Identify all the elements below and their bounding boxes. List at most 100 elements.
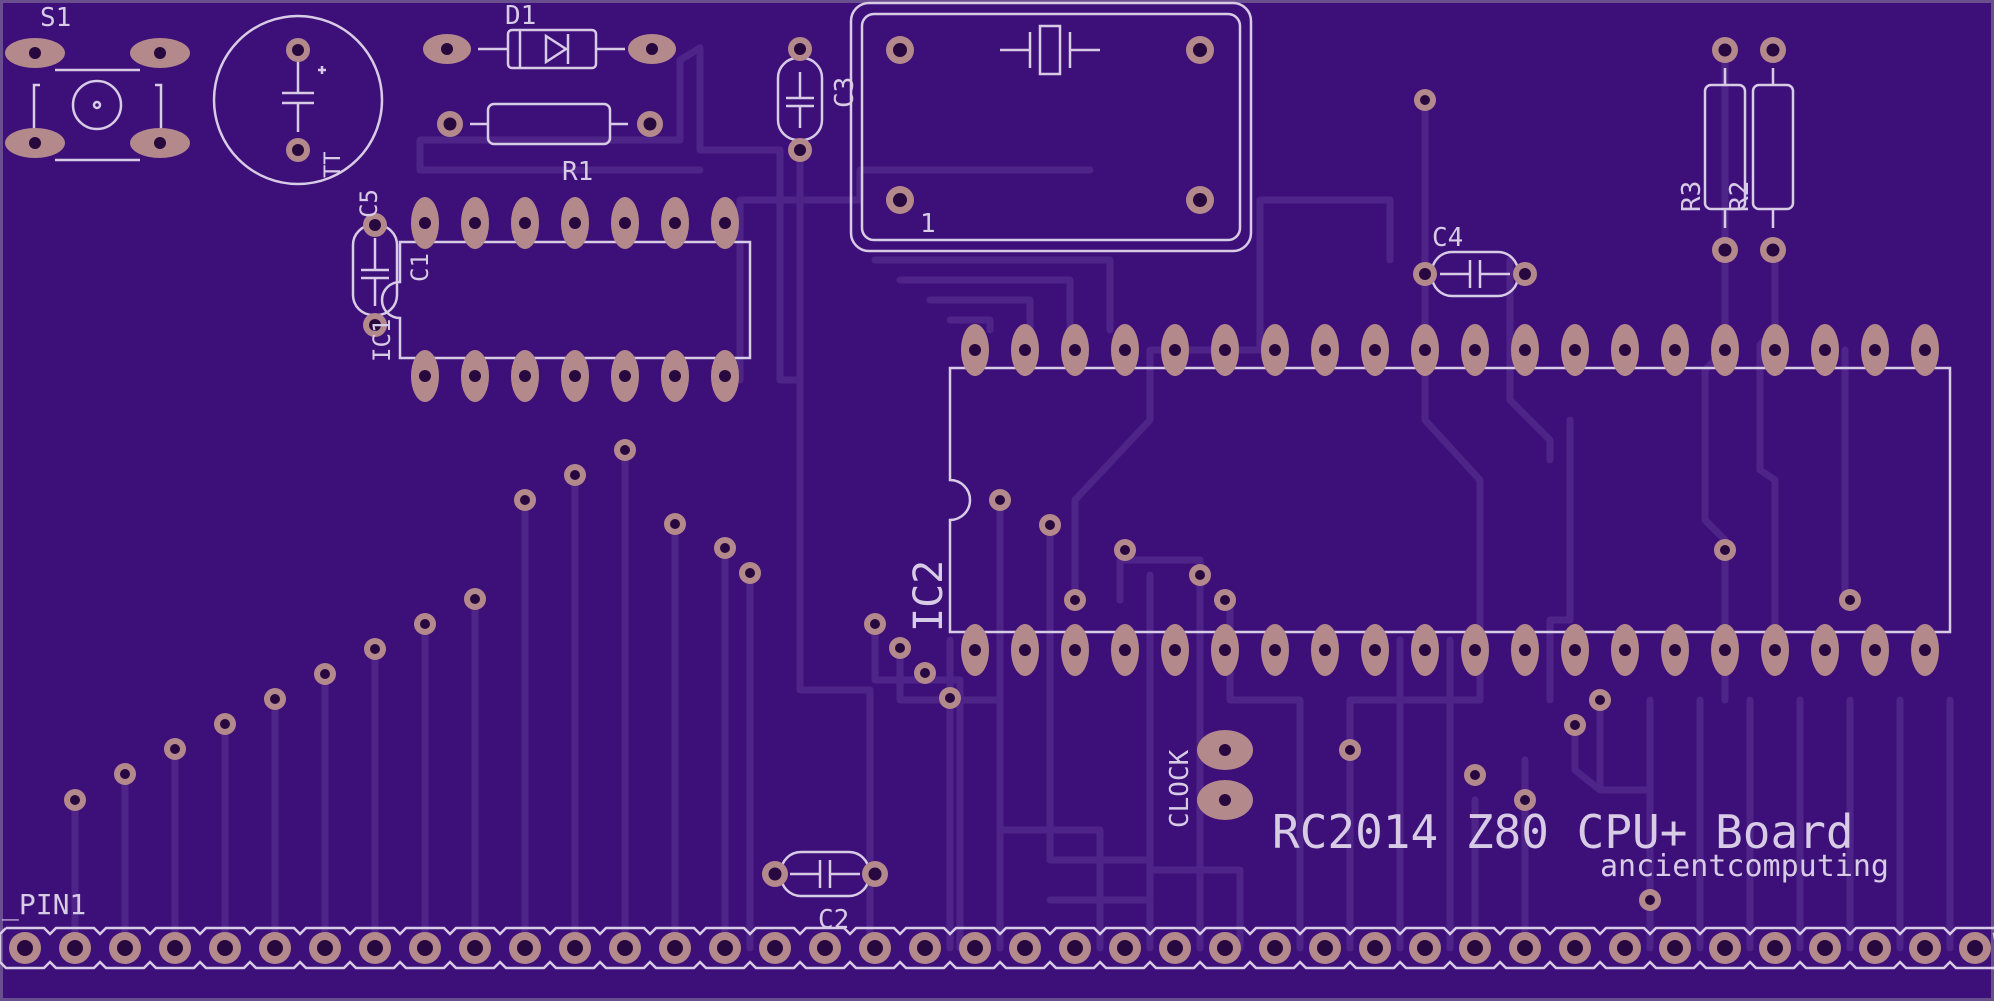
ic2-pin-bottom-4-hole xyxy=(1119,644,1131,656)
via-26-hole xyxy=(1420,95,1430,105)
label-r1: R1 xyxy=(562,157,593,187)
via-4-hole xyxy=(220,719,230,729)
resistor-r3-pad-2-hole xyxy=(1718,243,1732,257)
resistor-r1-pad-1-hole xyxy=(443,117,457,131)
resistor-r3-outline xyxy=(1703,68,1747,228)
copper-traces xyxy=(71,44,1954,952)
label-r2: R2 xyxy=(1725,181,1755,212)
via-32-hole xyxy=(1570,720,1580,730)
ic2-pin-top-1-hole xyxy=(969,344,981,356)
ic2-pin-bottom-13-hole xyxy=(1569,644,1581,656)
ic2-pin-bottom-18-hole xyxy=(1819,644,1831,656)
pad-layer xyxy=(5,34,1991,964)
header-pin-32-hole xyxy=(1567,940,1583,956)
header-pin-2-hole xyxy=(67,940,83,956)
ic2-pin-top-18-hole xyxy=(1819,344,1831,356)
header-pin-8-hole xyxy=(367,940,383,956)
header-pin-33-hole xyxy=(1617,940,1633,956)
diode-d1-pad-2-hole xyxy=(646,43,658,55)
via-18-hole xyxy=(920,668,930,678)
ic2-pin-top-15-hole xyxy=(1669,344,1681,356)
board-subtitle: ancientcomputing xyxy=(1600,849,1889,884)
via-25-hole xyxy=(1220,595,1230,605)
ic1-pin-bottom-2-hole xyxy=(469,370,481,382)
label-c1: C1 xyxy=(406,253,434,282)
ic2-pin-top-10-hole xyxy=(1419,344,1431,356)
via-12-hole xyxy=(620,445,630,455)
crystal-pad-3-hole xyxy=(893,193,907,207)
via-33-hole xyxy=(1595,695,1605,705)
header-outline xyxy=(0,926,1994,970)
header-pin-39-hole xyxy=(1917,940,1933,956)
header-pin-20-hole xyxy=(967,940,983,956)
header-pin-9-hole xyxy=(417,940,433,956)
via-34-hole xyxy=(1645,895,1655,905)
silkscreen-layer xyxy=(0,1,1994,970)
crystal-pad-2-hole xyxy=(1193,43,1207,57)
ic2-pin-top-19-hole xyxy=(1869,344,1881,356)
crystal-pad-1-hole xyxy=(893,43,907,57)
via-28-hole xyxy=(1845,595,1855,605)
header-pin-26-hole xyxy=(1267,940,1283,956)
via-15-hole xyxy=(745,568,755,578)
via-14-hole xyxy=(720,543,730,553)
ic2-pin-top-4-hole xyxy=(1119,344,1131,356)
label-d1: D1 xyxy=(505,1,536,31)
capacitor-c2-pad-1-hole xyxy=(768,867,782,881)
ic1-pin-top-1-hole xyxy=(419,217,431,229)
header-pin-13-hole xyxy=(617,940,633,956)
ic2-pin-top-12-hole xyxy=(1519,344,1531,356)
via-10-hole xyxy=(520,495,530,505)
crystal-pad-4-hole xyxy=(1193,193,1207,207)
via-3-hole xyxy=(170,744,180,754)
via-27-hole xyxy=(1720,545,1730,555)
ic1-pin-bottom-6-hole xyxy=(669,370,681,382)
diode-d1-pad-1-hole xyxy=(441,43,453,55)
label-pin1: _PIN1 xyxy=(2,888,86,922)
ic1-pin-bottom-1-hole xyxy=(419,370,431,382)
ic2-pin-bottom-3-hole xyxy=(1069,644,1081,656)
via-29-hole xyxy=(1345,745,1355,755)
diode-d1-outline xyxy=(478,28,625,70)
via-13-hole xyxy=(670,519,680,529)
header-pin-34-hole xyxy=(1667,940,1683,956)
ic2-pin-bottom-2-hole xyxy=(1019,644,1031,656)
capacitor-c3-pad-2-hole xyxy=(794,144,806,156)
header-pin-29-hole xyxy=(1417,940,1433,956)
header-pin-18-hole xyxy=(867,940,883,956)
ic1-pin-bottom-5-hole xyxy=(619,370,631,382)
label-clock: CLOCK xyxy=(1165,749,1195,828)
label-c2: C2 xyxy=(818,905,849,935)
header-pin-37-hole xyxy=(1817,940,1833,956)
ic2-pin-top-5-hole xyxy=(1169,344,1181,356)
clock-jumper-pad-2-hole xyxy=(1219,794,1231,806)
label-pin-one: 1 xyxy=(920,209,936,239)
capacitor-c4-pad-2-hole xyxy=(1519,268,1531,280)
label-r3: R3 xyxy=(1677,181,1707,212)
ic2-body-outline xyxy=(948,366,1952,634)
header-pin-36-hole xyxy=(1767,940,1783,956)
header-pin-6-hole xyxy=(267,940,283,956)
header-pin-28-hole xyxy=(1367,940,1383,956)
header-pin-11-hole xyxy=(517,940,533,956)
capacitor-c2-pad-2-hole xyxy=(868,867,882,881)
header-pin-14-hole xyxy=(667,940,683,956)
ic1-pin-bottom-3-hole xyxy=(519,370,531,382)
capacitor-c5-pad-2-hole xyxy=(369,319,381,331)
capacitor-tt-pad-2-hole xyxy=(292,144,304,156)
switch-s1-pad-1-hole xyxy=(29,47,41,59)
capacitor-c5-pad-1-hole xyxy=(369,219,381,231)
label-ic1: IC1 xyxy=(368,319,396,362)
label-c5: C5 xyxy=(355,189,383,218)
switch-s1-pad-2-hole xyxy=(154,47,166,59)
header-pin-4-hole xyxy=(167,940,183,956)
via-20-hole xyxy=(995,495,1005,505)
ic2-pin-top-8-hole xyxy=(1319,344,1331,356)
via-layer xyxy=(64,89,1861,911)
ic1-pin-top-7-hole xyxy=(719,217,731,229)
header-pin-16-hole xyxy=(767,940,783,956)
ic2-pin-top-9-hole xyxy=(1369,344,1381,356)
via-19-hole xyxy=(945,693,955,703)
ic1-pin-bottom-7-hole xyxy=(719,370,731,382)
